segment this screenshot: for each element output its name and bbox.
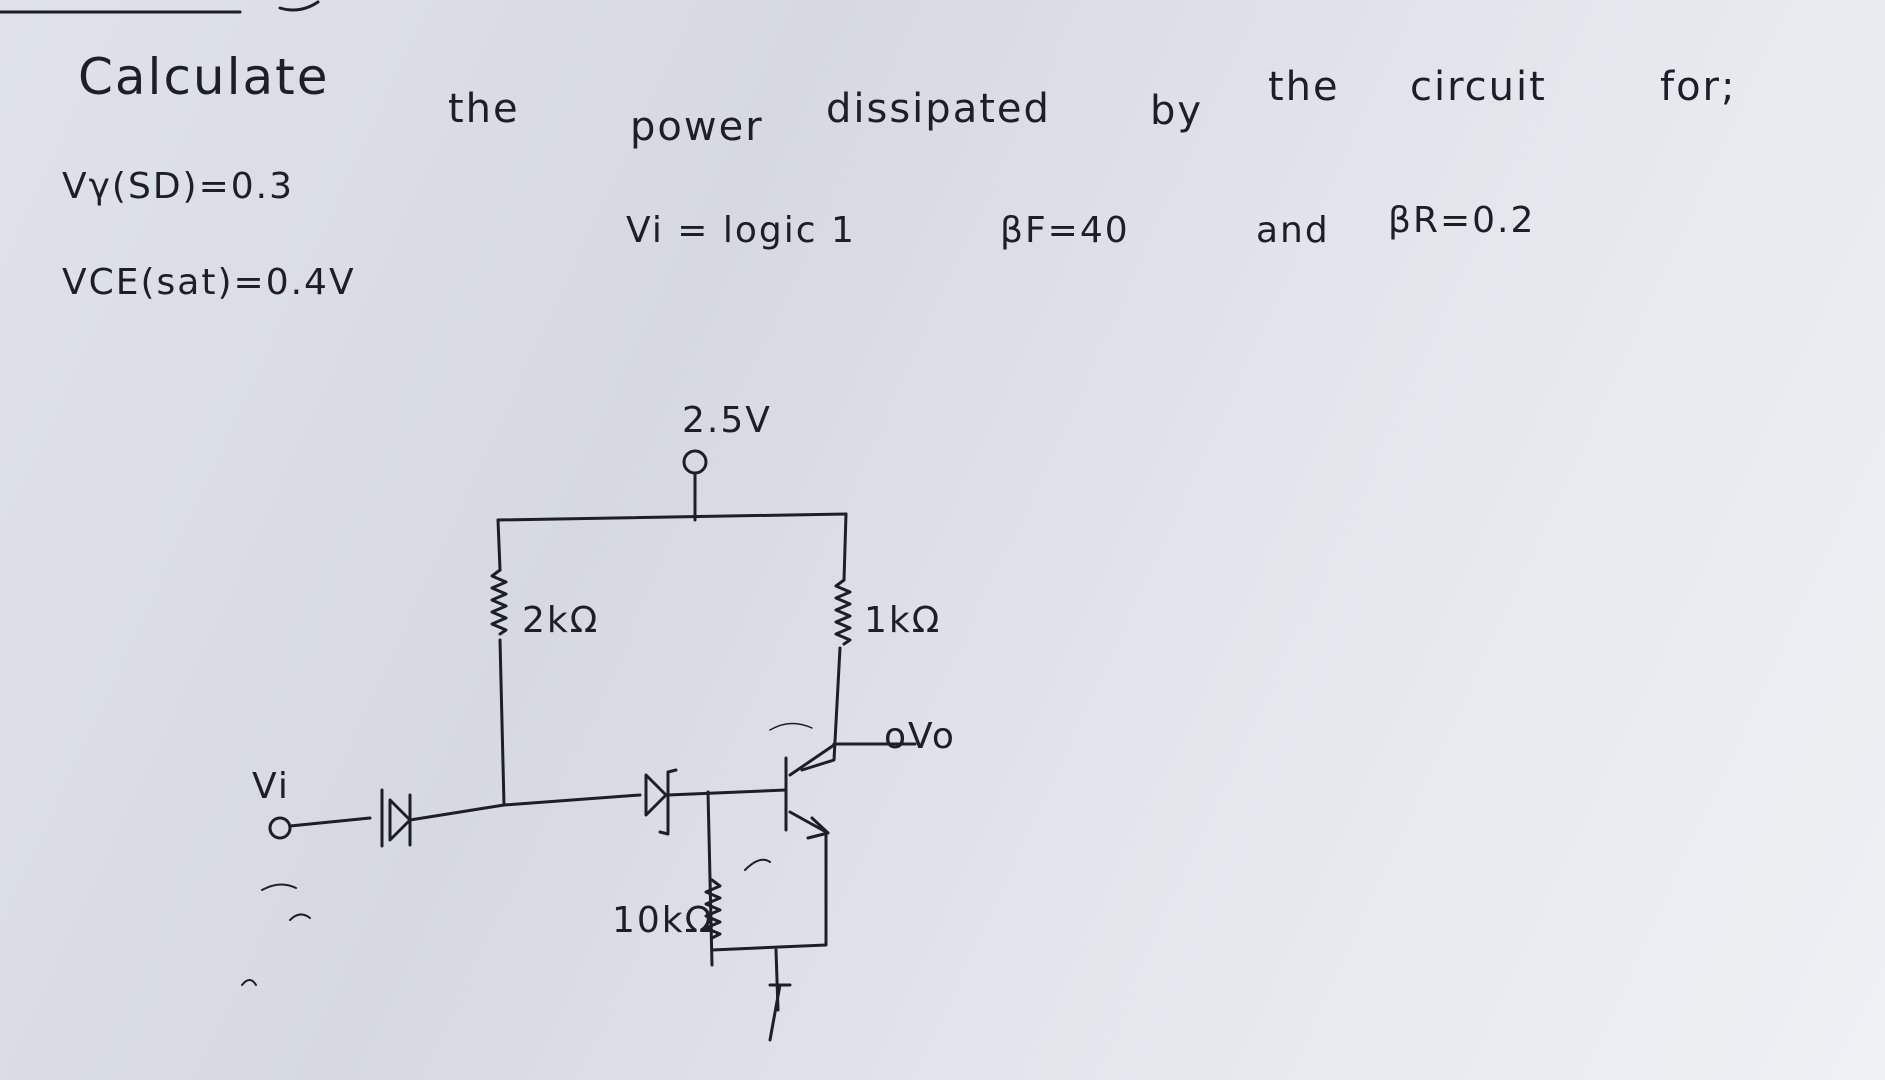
stray-mark-5 — [769, 722, 813, 731]
right-resistor-symbol — [834, 578, 852, 646]
base-resistor-wire — [706, 790, 714, 967]
right-branch-upper — [842, 512, 848, 582]
base-wire-2 — [666, 788, 788, 797]
question-word-1: Calculate — [78, 48, 330, 106]
given-vi: Vi = logic 1 — [626, 210, 856, 251]
page-top-scribble — [278, 0, 320, 12]
question-word-4: dissipated — [826, 86, 1051, 132]
left-branch-upper — [496, 518, 502, 572]
top-rail — [496, 512, 848, 522]
stray-mark-2 — [289, 913, 311, 921]
question-word-8: for; — [1660, 64, 1737, 110]
given-beta-r: βR=0.2 — [1388, 200, 1536, 241]
vi-label: Vi — [252, 766, 290, 807]
question-word-3: power — [630, 104, 764, 150]
question-word-6: the — [1268, 64, 1340, 110]
transistor-emitter-leg — [788, 810, 828, 834]
left-resistor-symbol — [490, 568, 508, 636]
left-branch-lower — [498, 638, 506, 807]
vi-wire — [288, 816, 372, 828]
collector-wire — [800, 646, 842, 772]
vi-terminal — [268, 816, 292, 840]
supply-terminal — [682, 449, 708, 475]
resistor-bottom-label: 10kΩ — [612, 900, 715, 941]
given-vce-sat: VCE(sat)=0.4V — [62, 262, 356, 303]
question-word-5: by — [1150, 88, 1204, 134]
emitter-wire — [710, 830, 828, 952]
resistor-left-label: 2kΩ — [522, 600, 600, 641]
base-wire-1 — [502, 793, 642, 807]
transistor-collector-leg — [788, 743, 836, 777]
supply-voltage-label: 2.5V — [682, 400, 772, 441]
question-word-2: the — [448, 86, 520, 132]
ground-symbol — [768, 948, 792, 1042]
given-vgamma: Vγ(SD)=0.3 — [62, 166, 295, 207]
stray-mark-1 — [261, 883, 297, 891]
emitter-arrow — [806, 816, 830, 840]
given-and: and — [1256, 210, 1330, 251]
stray-mark-4 — [744, 858, 771, 871]
diode-triangle — [388, 798, 412, 842]
schottky-bar — [658, 768, 678, 836]
question-word-7: circuit — [1410, 64, 1547, 110]
schottky-triangle — [644, 773, 668, 817]
resistor-right-label: 1kΩ — [864, 600, 942, 641]
given-beta-f: βF=40 — [1000, 210, 1130, 251]
stray-mark-3 — [241, 979, 257, 986]
vo-label: oVo — [884, 716, 956, 757]
diode-out-wire — [408, 803, 506, 822]
bottom-resistor-symbol — [704, 878, 722, 940]
